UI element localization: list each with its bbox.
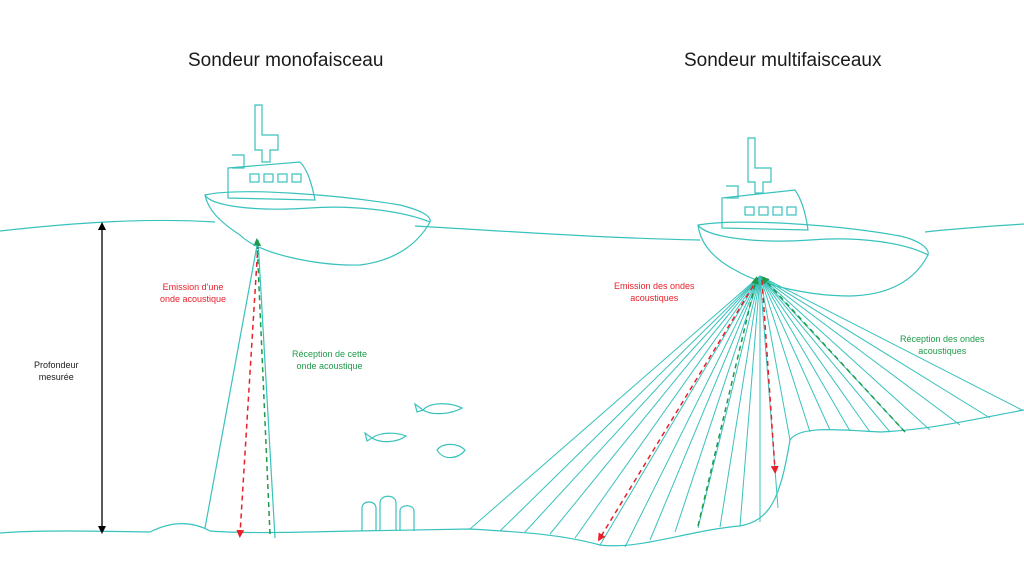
beam-line xyxy=(697,275,761,529)
beam-line xyxy=(759,275,906,433)
water-surface xyxy=(0,219,1024,241)
beam-line xyxy=(469,275,761,530)
beam-line xyxy=(759,275,891,433)
beam-line xyxy=(599,275,761,546)
fish-icon xyxy=(364,402,466,459)
beam-line xyxy=(759,275,871,433)
single-emission-arrow xyxy=(236,243,259,538)
multi-reception-arrow-2 xyxy=(761,276,906,433)
beam-line xyxy=(674,275,761,533)
multi-emission-arrow-1 xyxy=(597,277,759,542)
multi-reception-arrow-1 xyxy=(697,276,759,527)
beam-line xyxy=(549,275,761,535)
boat-icon xyxy=(697,137,929,297)
beam-line xyxy=(574,275,761,539)
seabed xyxy=(0,409,1024,547)
multi-beam-title: Sondeur multifaisceaux xyxy=(684,50,882,71)
beam-line xyxy=(759,275,931,431)
beam-line xyxy=(499,275,761,532)
beam-line xyxy=(624,275,761,548)
beam-line xyxy=(649,275,761,541)
single-beam-cone xyxy=(204,239,276,539)
single-reception-arrow xyxy=(253,238,271,535)
beam-line xyxy=(719,275,761,528)
single-beam-title: Sondeur monofaisceau xyxy=(188,50,384,71)
boat-icon xyxy=(204,104,431,266)
beam-line xyxy=(524,275,761,533)
beam-line xyxy=(759,275,791,441)
rock-icon xyxy=(361,495,415,531)
beam-line xyxy=(759,275,831,431)
beam-line xyxy=(739,275,761,527)
beam-line xyxy=(759,275,811,433)
beam-line xyxy=(759,275,851,432)
multi-emission-arrow-2 xyxy=(761,279,779,474)
beam-line xyxy=(759,275,1023,411)
beam-line xyxy=(759,275,991,419)
beam-line xyxy=(759,275,961,426)
multibeam-fan xyxy=(469,275,1023,548)
